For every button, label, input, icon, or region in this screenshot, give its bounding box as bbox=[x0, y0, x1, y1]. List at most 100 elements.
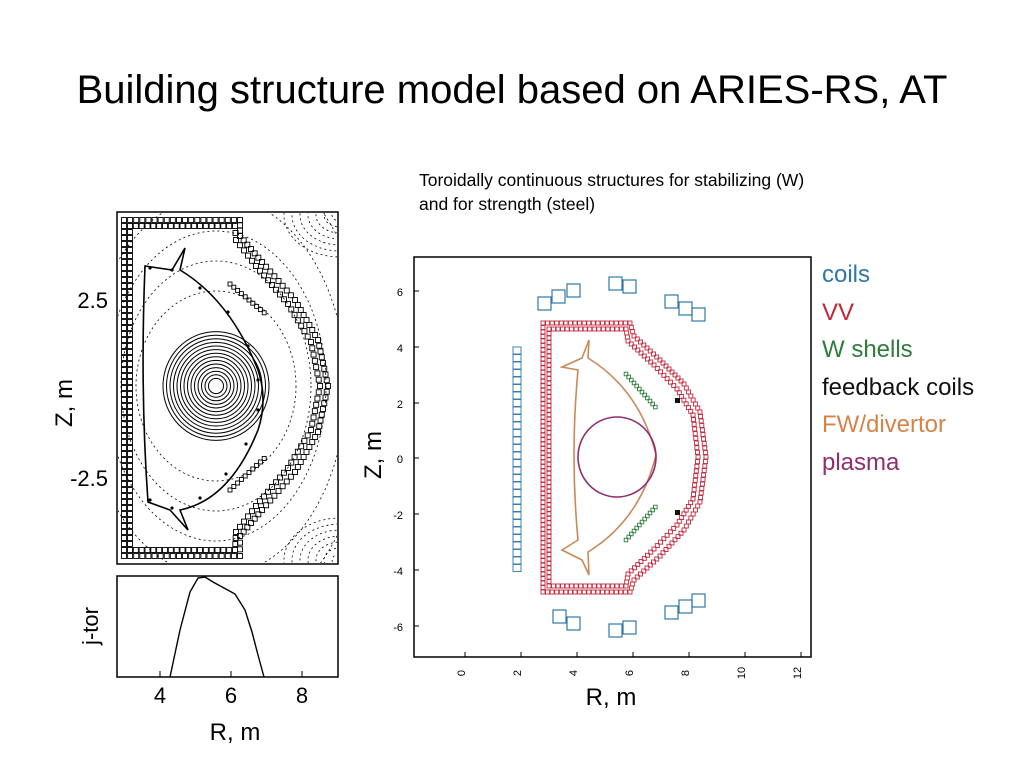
vv-square bbox=[546, 524, 552, 530]
wall-square bbox=[240, 528, 247, 535]
solenoid-coil bbox=[512, 564, 522, 572]
vv-square bbox=[619, 583, 624, 589]
vv-square bbox=[546, 484, 552, 490]
wall-square bbox=[281, 469, 287, 476]
vv-square bbox=[540, 325, 546, 330]
vv-square bbox=[540, 329, 546, 335]
vv-square bbox=[658, 369, 664, 375]
wall-square bbox=[127, 391, 133, 397]
wall-square bbox=[121, 295, 127, 301]
wall-square bbox=[121, 523, 127, 529]
vv-square bbox=[669, 369, 675, 375]
wall-square bbox=[127, 445, 133, 451]
vv-square bbox=[540, 392, 546, 398]
vv-square bbox=[558, 320, 564, 326]
vv-square bbox=[678, 378, 684, 384]
wall-square bbox=[162, 223, 168, 229]
shell-square bbox=[227, 281, 233, 287]
wall-square bbox=[127, 301, 133, 307]
vv-square bbox=[546, 335, 552, 341]
wall-square bbox=[283, 478, 290, 485]
vv-square bbox=[546, 416, 552, 422]
wall-square bbox=[237, 553, 243, 559]
vv-square bbox=[540, 504, 546, 510]
vv-square bbox=[555, 326, 561, 332]
wall-square bbox=[208, 223, 215, 229]
solenoid-coil bbox=[512, 496, 522, 505]
wall-square bbox=[315, 337, 321, 343]
wall-square bbox=[202, 547, 209, 553]
wall-square bbox=[121, 481, 127, 487]
vv-square bbox=[572, 320, 578, 326]
j-tor-curve bbox=[169, 576, 265, 678]
wall-square bbox=[267, 497, 274, 504]
wall-square bbox=[197, 223, 203, 229]
wall-square bbox=[179, 547, 186, 553]
wall-square bbox=[237, 523, 243, 530]
vv-square bbox=[546, 520, 552, 526]
vv-square bbox=[540, 508, 546, 514]
shell-square bbox=[250, 300, 256, 306]
profile-ylabel: j-tor bbox=[78, 607, 103, 646]
vv-square bbox=[540, 562, 546, 568]
wall-square bbox=[267, 268, 274, 275]
wall-square bbox=[182, 217, 189, 223]
vv-square bbox=[663, 547, 669, 552]
flux-contour-dotted bbox=[299, 529, 337, 563]
solenoid-coil bbox=[512, 436, 522, 445]
vv-square bbox=[666, 543, 672, 549]
vv-square bbox=[691, 417, 697, 423]
wall-square bbox=[291, 311, 298, 318]
flux-surface bbox=[173, 341, 259, 431]
vv-square bbox=[660, 360, 666, 366]
wall-square bbox=[240, 237, 247, 244]
solenoid-coil bbox=[512, 369, 522, 377]
profile-xtick-2: 6 bbox=[225, 683, 237, 708]
vv-square bbox=[635, 347, 641, 353]
wall-square bbox=[157, 217, 164, 223]
flux-surface bbox=[204, 374, 228, 398]
vv-square bbox=[581, 589, 587, 595]
pf-coil bbox=[664, 605, 679, 620]
vv-square bbox=[657, 553, 663, 559]
vv-square bbox=[546, 380, 552, 386]
w-shell-square bbox=[637, 386, 642, 392]
solenoid-coil bbox=[512, 414, 522, 422]
wall-square bbox=[132, 223, 139, 229]
wall-square bbox=[121, 457, 127, 463]
vv-square bbox=[546, 344, 552, 350]
wall-square bbox=[259, 259, 265, 265]
vv-square bbox=[549, 589, 555, 595]
vv-square bbox=[540, 580, 546, 586]
wall-square bbox=[121, 283, 127, 289]
flux-contour-dotted bbox=[331, 554, 337, 563]
vv-square bbox=[604, 320, 610, 326]
legend: coils VV W shells feedback coils FW/dive… bbox=[822, 256, 974, 481]
first-wall-dot bbox=[170, 506, 174, 510]
vv-square bbox=[546, 533, 552, 539]
vv-square bbox=[545, 320, 551, 326]
wall-square bbox=[188, 217, 195, 223]
solenoid-coil bbox=[512, 384, 522, 392]
wall-square bbox=[127, 397, 133, 403]
vv-square bbox=[573, 583, 579, 589]
vv-square bbox=[546, 493, 552, 499]
vv-square bbox=[546, 574, 552, 580]
first-wall-dot bbox=[148, 266, 152, 270]
vv-square bbox=[691, 491, 697, 497]
wall-square bbox=[127, 343, 133, 349]
wall-square bbox=[121, 427, 127, 433]
vv-square bbox=[540, 369, 546, 375]
vv-square bbox=[540, 320, 546, 326]
w-shell-square bbox=[631, 528, 637, 534]
w-shell-square bbox=[626, 374, 631, 380]
flux-surface bbox=[176, 345, 256, 427]
vv-square bbox=[546, 461, 552, 467]
vv-square bbox=[546, 466, 552, 472]
wall-square bbox=[251, 250, 258, 257]
wall-square bbox=[127, 277, 133, 283]
wall-square bbox=[281, 296, 287, 303]
wall-square bbox=[127, 229, 133, 235]
first-wall-divertor bbox=[559, 339, 657, 576]
wall-square bbox=[232, 535, 239, 541]
